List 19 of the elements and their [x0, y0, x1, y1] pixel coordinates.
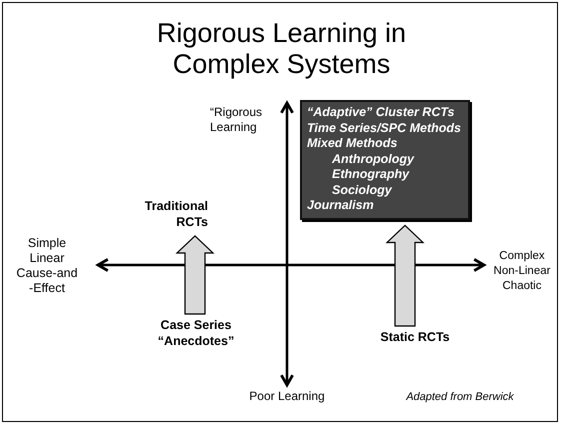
- axis-label: “Rigorous Learning: [210, 105, 264, 135]
- sub-item-text: Ethnography: [331, 167, 410, 182]
- source-note: Adapted from Berwick: [404, 390, 515, 405]
- block-arrow: [176, 235, 214, 315]
- method-list-box: [300, 100, 470, 220]
- axis-label: Simple Linear Cause-and -Effect: [15, 236, 79, 296]
- quadrant-label: Case Series “Anecdotes”: [140, 317, 252, 349]
- quadrant-label: Traditional RCTs: [128, 198, 208, 230]
- method-text: Mixed Methods: [307, 136, 398, 152]
- method-text: Journalism: [307, 198, 375, 214]
- sub-item-text: Sociology: [331, 182, 393, 198]
- slide-title: Rigorous Learning in Complex Systems: [156, 18, 408, 80]
- sub-item-text: Anthropology: [330, 152, 416, 167]
- method-text: Time Series/SPC Methods: [307, 120, 462, 136]
- method-text: “Adaptive” Cluster RCTs: [307, 105, 456, 120]
- axis-label: Poor Learning: [248, 389, 326, 404]
- block-arrow: [386, 224, 424, 327]
- axis-label: Complex Non-Linear Chaotic: [492, 249, 552, 294]
- quadrant-label: Static RCTs: [360, 329, 470, 345]
